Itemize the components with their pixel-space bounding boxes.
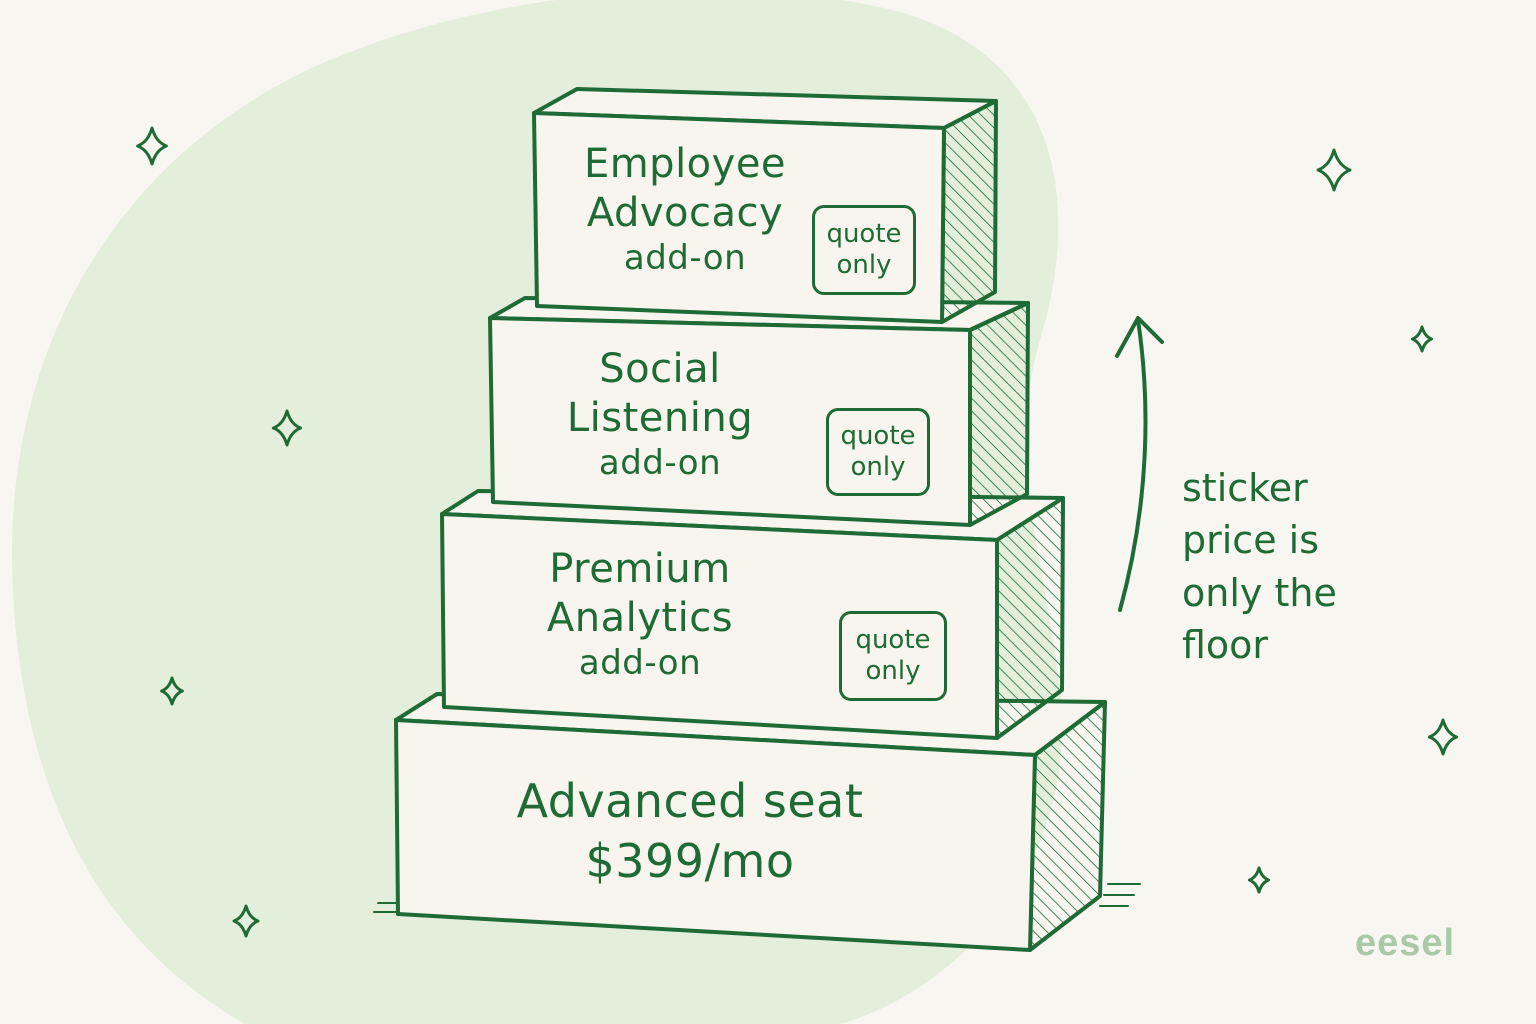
sparkles bbox=[136, 126, 1459, 938]
ground-marks bbox=[373, 883, 1141, 913]
curved-up-arrow-icon bbox=[1115, 316, 1164, 612]
layer-2-line-3: add-on bbox=[578, 642, 702, 683]
annotation-line-2: price is bbox=[1182, 518, 1320, 563]
layer-4-badge-line-2: only bbox=[836, 250, 892, 280]
sparkle-icon bbox=[160, 676, 184, 706]
layer-2-title: Premium Analytics add-on bbox=[520, 545, 760, 684]
sparkle-icon bbox=[1316, 148, 1352, 192]
annotation-line-3: only the bbox=[1182, 570, 1337, 615]
layer-4-title: Employee Advocacy add-on bbox=[570, 140, 800, 279]
box-employee-advocacy bbox=[532, 87, 998, 324]
layer-1-line-2: $399/mo bbox=[585, 833, 795, 888]
layer-2-badge-line-1: quote bbox=[855, 624, 931, 655]
layer-4-line-2: Advocacy bbox=[586, 189, 784, 236]
sticker-price-annotation: sticker price is only the floor bbox=[1182, 462, 1402, 672]
layer-3-line-1: Social bbox=[599, 346, 721, 392]
layer-2-line-1: Premium bbox=[549, 546, 731, 592]
layer-2-line-2: Analytics bbox=[546, 594, 734, 641]
layer-4-line-3: add-on bbox=[623, 237, 747, 278]
layer-3-quote-badge: quote only bbox=[826, 408, 930, 496]
sparkle-icon bbox=[1427, 718, 1459, 756]
annotation-line-1: sticker bbox=[1182, 466, 1308, 510]
layer-1-title: Advanced seat $399/mo bbox=[500, 772, 880, 892]
layer-4-badge-line-1: quote bbox=[826, 218, 902, 249]
layer-3-line-2: Listening bbox=[566, 394, 754, 441]
sparkle-icon bbox=[1410, 325, 1434, 353]
sparkle-icon bbox=[136, 126, 168, 166]
layer-2-quote-badge: quote only bbox=[839, 611, 947, 701]
layer-3-badge-line-1: quote bbox=[840, 420, 916, 451]
sparkle-icon bbox=[1247, 866, 1271, 894]
sparkle-icon bbox=[232, 904, 260, 938]
eesel-logo: eesel bbox=[1355, 922, 1456, 964]
annotation-line-4: floor bbox=[1182, 623, 1269, 668]
layer-4-line-1: Employee bbox=[583, 141, 787, 187]
layer-3-badge-line-2: only bbox=[850, 452, 906, 482]
sparkle-icon bbox=[271, 409, 303, 447]
layer-4-quote-badge: quote only bbox=[812, 205, 916, 295]
layer-3-title: Social Listening add-on bbox=[545, 345, 775, 484]
layer-3-line-3: add-on bbox=[598, 442, 722, 483]
layer-2-badge-line-2: only bbox=[865, 656, 921, 686]
layer-1-line-1: Advanced seat bbox=[516, 774, 864, 828]
